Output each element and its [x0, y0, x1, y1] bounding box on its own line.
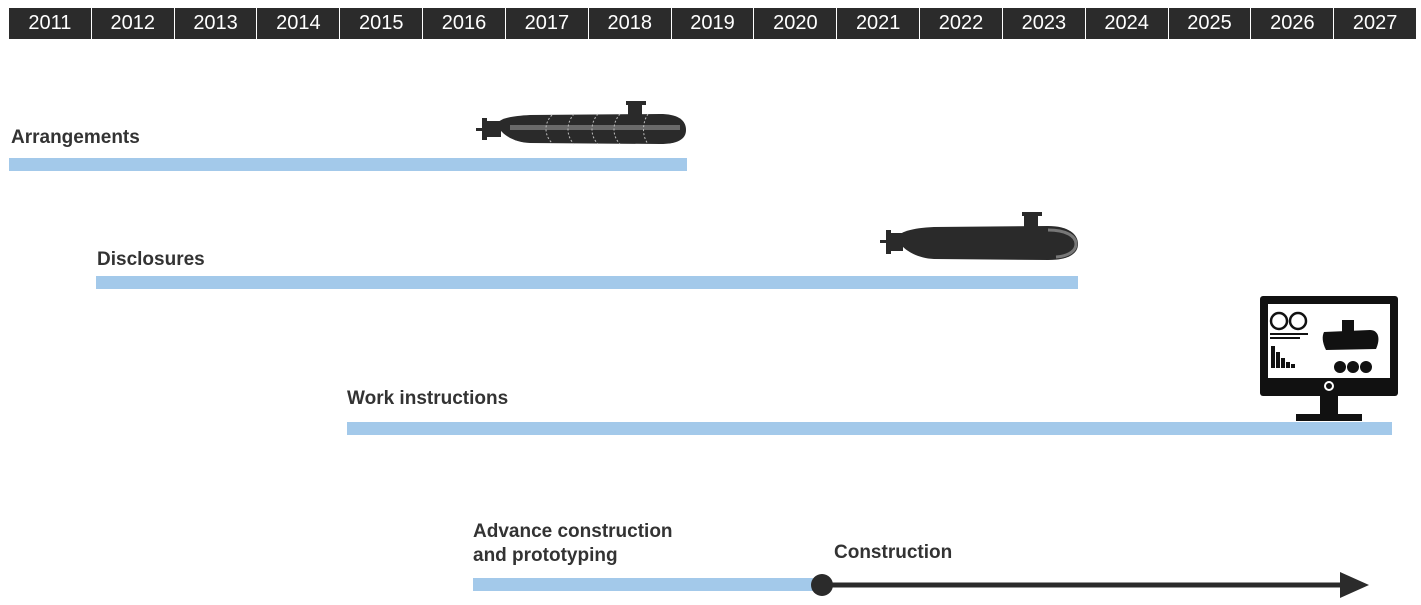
arrangements-bar [9, 158, 687, 171]
year-cell: 2012 [90, 8, 174, 39]
advance-construction-label: Advance construction and prototyping [473, 520, 733, 568]
arrangements-label: Arrangements [11, 127, 140, 148]
submarine-sections-icon [476, 101, 686, 145]
monitor-dashboard-icon [1260, 296, 1398, 421]
year-cell: 2027 [1333, 8, 1416, 39]
year-cell: 2018 [587, 8, 671, 39]
year-cell: 2025 [1167, 8, 1251, 39]
year-cell: 2022 [919, 8, 1002, 39]
disclosures-bar [96, 276, 1078, 289]
advance-construction-bar [473, 578, 823, 591]
submarine-icon [880, 212, 1078, 260]
year-cell: 2015 [339, 8, 422, 39]
year-cell: 2023 [1001, 8, 1085, 39]
year-cell: 2017 [504, 8, 588, 39]
year-cell: 2021 [836, 8, 919, 39]
year-cell: 2026 [1250, 8, 1333, 39]
advance-construction-line1: Advance construction [473, 521, 673, 542]
construction-arrow [811, 572, 1369, 598]
year-cell: 2014 [256, 8, 339, 39]
disclosures-label: Disclosures [97, 249, 205, 270]
year-cell: 2016 [422, 8, 505, 39]
construction-label: Construction [834, 542, 953, 563]
year-cell: 2013 [173, 8, 257, 39]
year-cell: 2019 [670, 8, 754, 39]
year-cell: 2011 [28, 12, 72, 34]
year-cell: 2024 [1084, 8, 1168, 39]
year-cell: 2020 [753, 8, 836, 39]
advance-construction-line2: and prototyping [473, 545, 618, 566]
work-instructions-bar [347, 422, 1392, 435]
work-instructions-label: Work instructions [347, 388, 509, 409]
